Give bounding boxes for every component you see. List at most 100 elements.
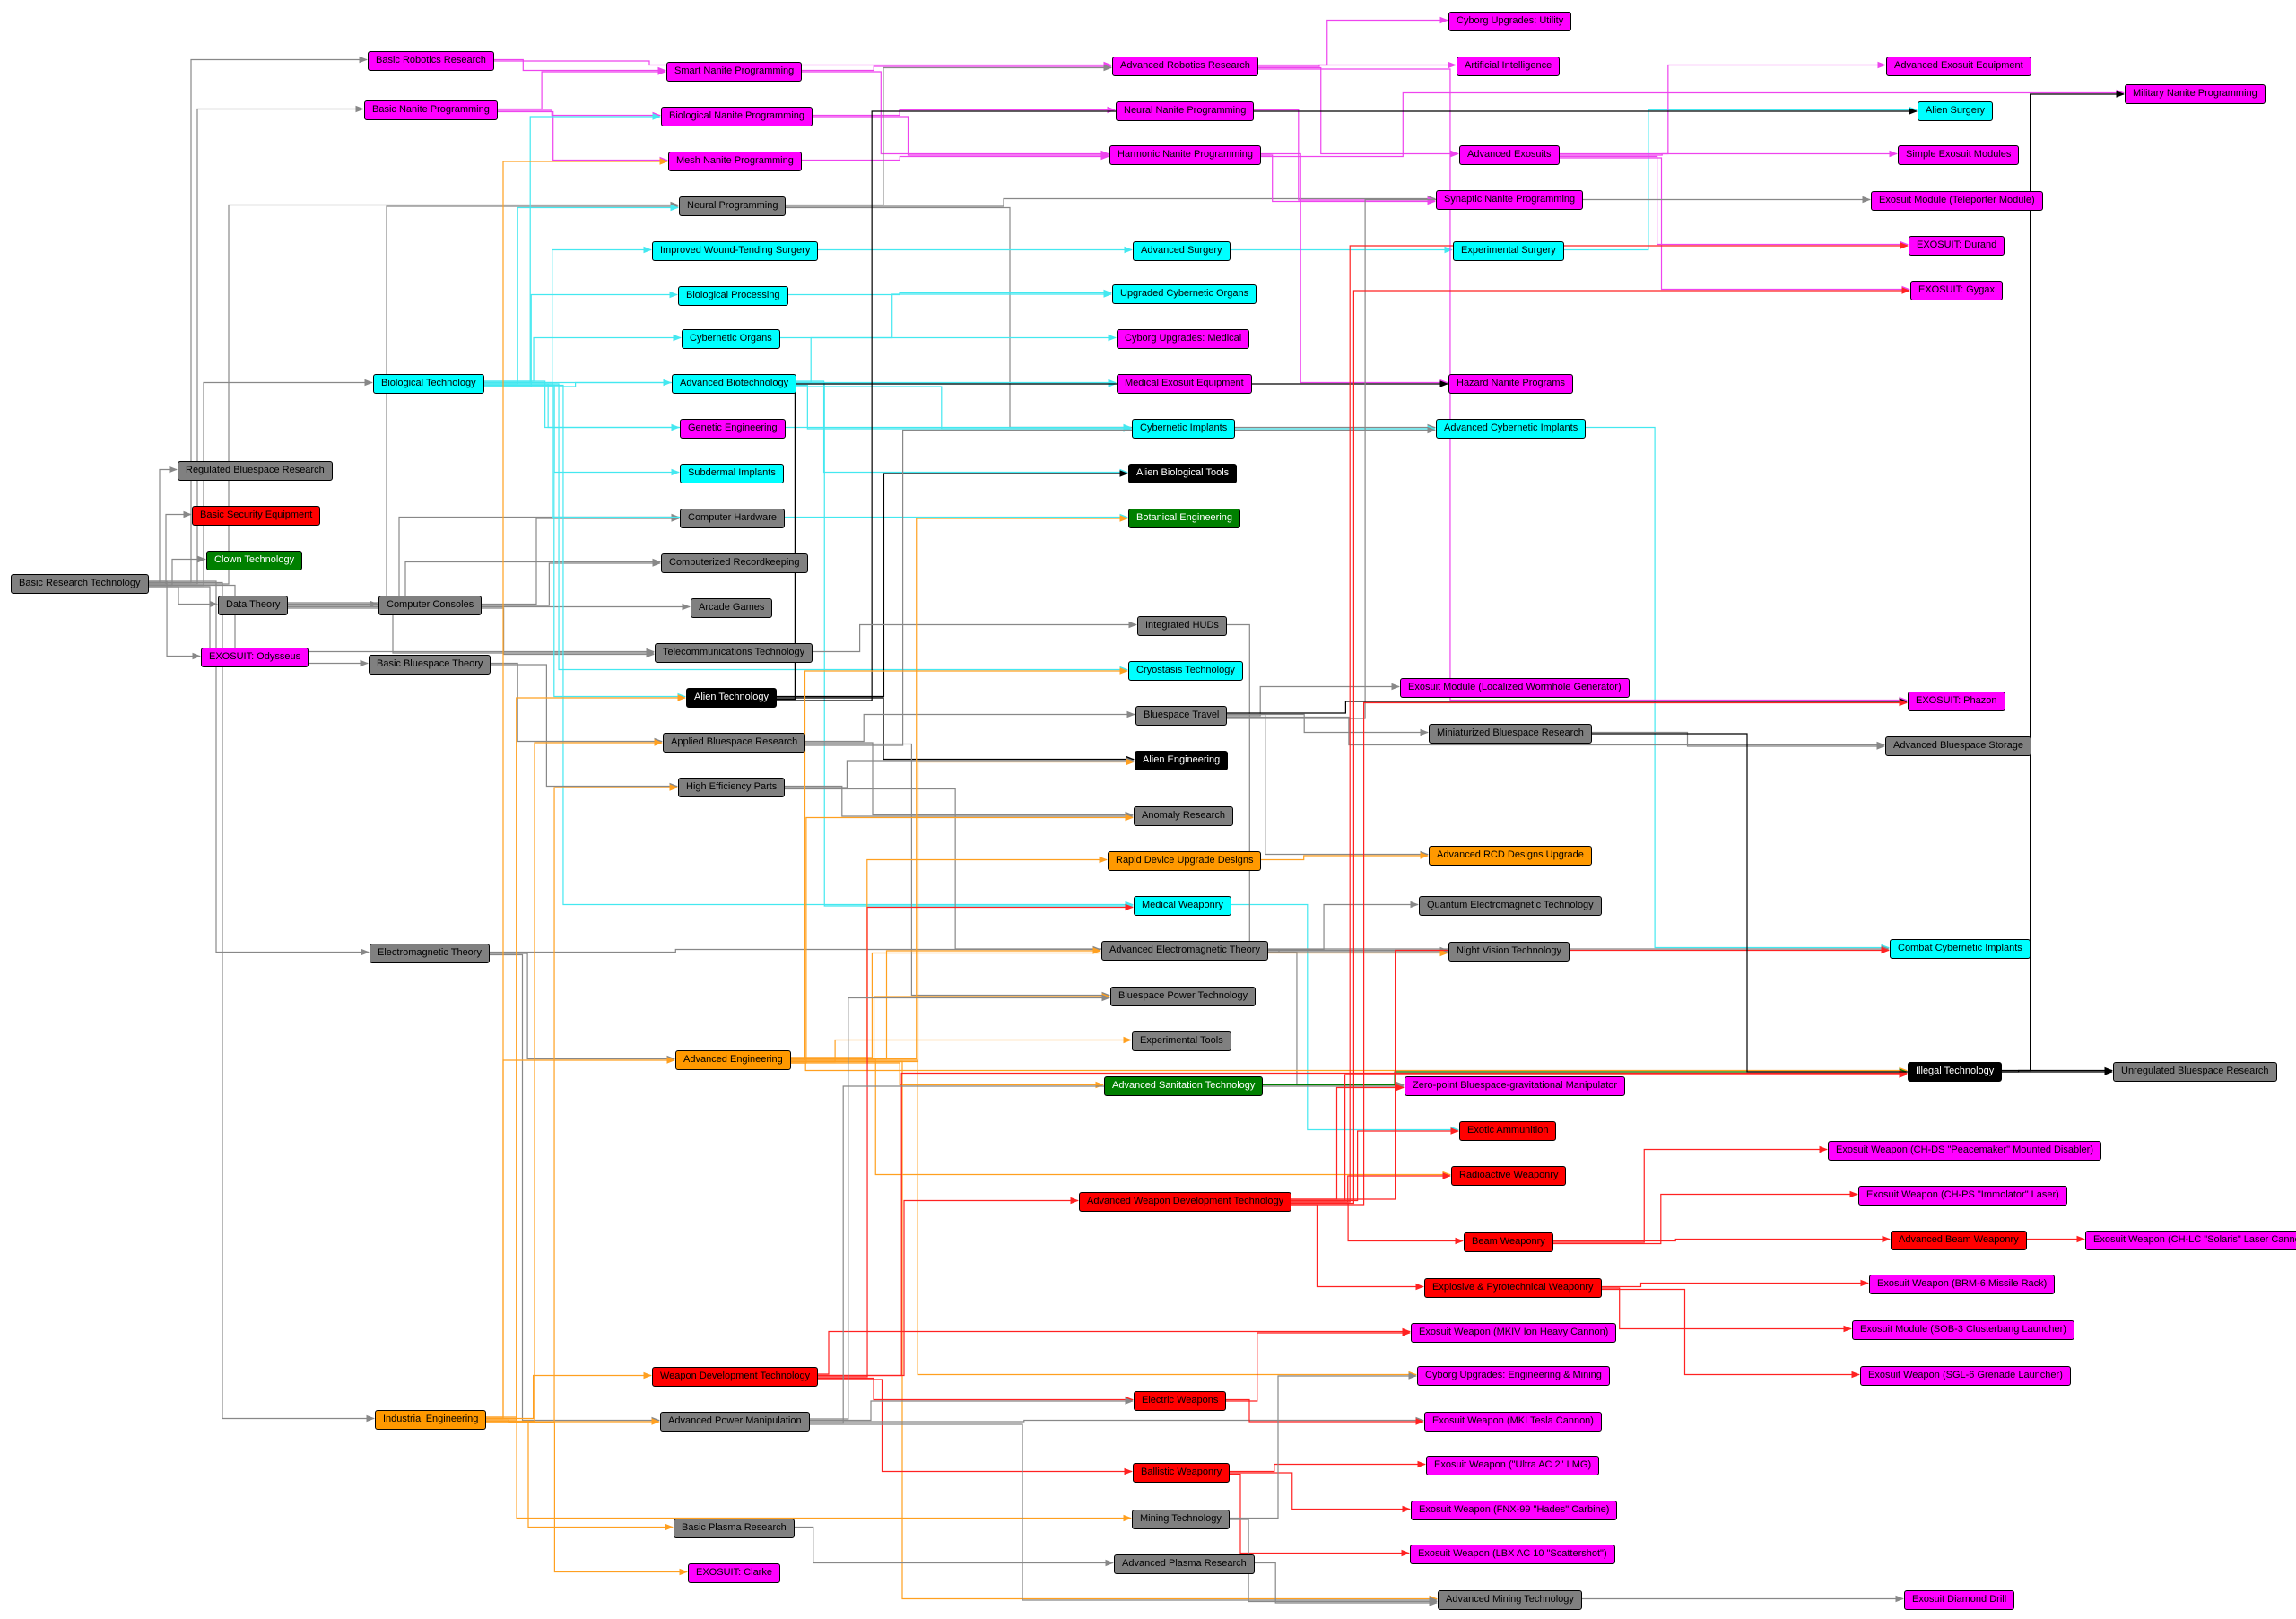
node-cyber-organs[interactable]: Cybernetic Organs: [682, 329, 780, 349]
node-adv-eng[interactable]: Advanced Engineering: [675, 1050, 791, 1070]
node-telecomms[interactable]: Telecommunications Technology: [655, 643, 813, 663]
node-simple-exo-modules[interactable]: Simple Exosuit Modules: [1898, 145, 2020, 165]
node-data-theory[interactable]: Data Theory: [218, 596, 289, 615]
node-exo-weapon-missile[interactable]: Exosuit Weapon (BRM-6 Missile Rack): [1869, 1275, 2056, 1294]
node-adv-cyber-implants[interactable]: Advanced Cybernetic Implants: [1436, 419, 1587, 439]
node-ai[interactable]: Artificial Intelligence: [1457, 57, 1561, 76]
node-exo-phazon[interactable]: EXOSUIT: Phazon: [1908, 692, 2005, 711]
node-clown-tech[interactable]: Clown Technology: [206, 551, 303, 570]
node-cyber-implants[interactable]: Cybernetic Implants: [1132, 419, 1236, 439]
node-adv-power[interactable]: Advanced Power Manipulation: [660, 1412, 810, 1432]
node-unregulated-bs[interactable]: Unregulated Bluespace Research: [2113, 1062, 2277, 1082]
node-adv-exosuits[interactable]: Advanced Exosuits: [1459, 145, 1560, 165]
node-synaptic-nanite[interactable]: Synaptic Nanite Programming: [1436, 190, 1584, 210]
node-exo-durand[interactable]: EXOSUIT: Durand: [1909, 236, 2005, 256]
node-exo-weapon-laser[interactable]: Exosuit Weapon (CH-PS "Immolator" Laser): [1858, 1186, 2067, 1206]
node-exo-weapon-disabler[interactable]: Exosuit Weapon (CH-DS "Peacemaker" Mount…: [1828, 1141, 2101, 1161]
node-radioactive-weapons[interactable]: Radioactive Weaponry: [1451, 1166, 1567, 1186]
node-explosive-weapons[interactable]: Explosive & Pyrotechnical Weaponry: [1424, 1278, 1602, 1298]
node-night-vision[interactable]: Night Vision Technology: [1448, 942, 1570, 962]
node-neural-nanite[interactable]: Neural Nanite Programming: [1116, 101, 1255, 121]
node-computer-hw[interactable]: Computer Hardware: [680, 509, 786, 528]
node-harmonic-nanite[interactable]: Harmonic Nanite Programming: [1109, 145, 1261, 165]
node-quantum-em[interactable]: Quantum Electromagnetic Technology: [1419, 896, 1602, 916]
node-adv-weapon-dev[interactable]: Advanced Weapon Development Technology: [1079, 1192, 1292, 1212]
node-ballistic-weapons[interactable]: Ballistic Weaponry: [1133, 1463, 1231, 1483]
node-cyborg-utility[interactable]: Cyborg Upgrades: Utility: [1448, 12, 1572, 31]
node-adv-biotech[interactable]: Advanced Biotechnology: [672, 374, 797, 394]
node-military-nanite[interactable]: Military Nanite Programming: [2125, 84, 2266, 104]
node-exo-weapon-lmg[interactable]: Exosuit Weapon ("Ultra AC 2" LMG): [1426, 1456, 1600, 1475]
node-exo-clarke[interactable]: EXOSUIT: Clarke: [688, 1563, 780, 1583]
node-adv-plasma[interactable]: Advanced Plasma Research: [1114, 1554, 1255, 1574]
node-subdermal[interactable]: Subdermal Implants: [680, 464, 784, 483]
node-alien-eng[interactable]: Alien Engineering: [1135, 751, 1229, 770]
node-arcade[interactable]: Arcade Games: [691, 598, 773, 618]
node-mesh-nanite[interactable]: Mesh Nanite Programming: [668, 152, 802, 171]
node-improved-wound[interactable]: Improved Wound-Tending Surgery: [652, 241, 819, 261]
node-basic-plasma[interactable]: Basic Plasma Research: [674, 1519, 795, 1538]
node-integrated-huds[interactable]: Integrated HUDs: [1137, 616, 1227, 636]
node-alien-surgery[interactable]: Alien Surgery: [1918, 101, 1994, 121]
node-cyborg-medical[interactable]: Cyborg Upgrades: Medical: [1117, 329, 1250, 349]
node-adv-exo-equip[interactable]: Advanced Exosuit Equipment: [1886, 57, 2031, 76]
node-exo-weapon-tesla[interactable]: Exosuit Weapon (MKI Tesla Cannon): [1424, 1412, 1602, 1432]
node-hazard-nanite[interactable]: Hazard Nanite Programs: [1448, 374, 1574, 394]
node-exo-odysseus[interactable]: EXOSUIT: Odysseus: [201, 648, 309, 667]
node-adv-beam-weapons[interactable]: Advanced Beam Weaponry: [1891, 1231, 2027, 1250]
node-bs-travel[interactable]: Bluespace Travel: [1135, 706, 1228, 726]
node-exo-gygax[interactable]: EXOSUIT: Gygax: [1910, 281, 2003, 300]
node-exo-weapon-solaris[interactable]: Exosuit Weapon (CH-LC "Solaris" Laser Ca…: [2085, 1231, 2296, 1250]
node-exo-weapon-ion[interactable]: Exosuit Weapon (MKIV Ion Heavy Cannon): [1411, 1323, 1617, 1343]
node-experimental-tools[interactable]: Experimental Tools: [1132, 1031, 1231, 1051]
node-exo-diamond-drill[interactable]: Exosuit Diamond Drill: [1904, 1590, 2015, 1610]
node-experimental-surgery[interactable]: Experimental Surgery: [1453, 241, 1564, 261]
node-adv-em-theory[interactable]: Advanced Electromagnetic Theory: [1101, 941, 1268, 961]
node-basic-research[interactable]: Basic Research Technology: [11, 574, 149, 594]
node-adv-bs-storage[interactable]: Advanced Bluespace Storage: [1885, 736, 2031, 756]
node-industrial-eng[interactable]: Industrial Engineering: [375, 1410, 487, 1430]
node-neural-prog[interactable]: Neural Programming: [679, 196, 787, 216]
node-exo-weapon-grenade[interactable]: Exosuit Weapon (SGL-6 Grenade Launcher): [1860, 1366, 2071, 1386]
node-upgraded-cyber-organs[interactable]: Upgraded Cybernetic Organs: [1112, 284, 1257, 304]
node-computerized-rec[interactable]: Computerized Recordkeeping: [661, 553, 808, 573]
node-cyborg-engineering[interactable]: Cyborg Upgrades: Engineering & Mining: [1417, 1366, 1610, 1386]
node-exo-weapon-carbine[interactable]: Exosuit Weapon (FNX-99 "Hades" Carbine): [1411, 1501, 1618, 1520]
node-electric-weapons[interactable]: Electric Weapons: [1134, 1391, 1227, 1411]
node-bio-nanite[interactable]: Biological Nanite Programming: [661, 107, 813, 126]
node-illegal-tech[interactable]: Illegal Technology: [1908, 1062, 2003, 1082]
node-exo-module-clusterbang[interactable]: Exosuit Module (SOB-3 Clusterbang Launch…: [1852, 1320, 2074, 1340]
node-exo-weapon-scattershot[interactable]: Exosuit Weapon (LBX AC 10 "Scattershot"): [1410, 1545, 1615, 1564]
node-exo-module-wormhole[interactable]: Exosuit Module (Localized Wormhole Gener…: [1400, 678, 1630, 698]
node-adv-surgery[interactable]: Advanced Surgery: [1133, 241, 1231, 261]
node-botanical-eng[interactable]: Botanical Engineering: [1128, 509, 1241, 528]
node-adv-robotics[interactable]: Advanced Robotics Research: [1112, 57, 1258, 76]
node-regulated-bs[interactable]: Regulated Bluespace Research: [178, 461, 333, 481]
node-basic-security[interactable]: Basic Security Equipment: [192, 506, 321, 526]
node-combat-cyber-implants[interactable]: Combat Cybernetic Implants: [1890, 939, 2031, 959]
node-smart-nanite[interactable]: Smart Nanite Programming: [666, 62, 803, 82]
node-basic-robotics[interactable]: Basic Robotics Research: [368, 51, 494, 71]
node-medical-weaponry[interactable]: Medical Weaponry: [1134, 896, 1231, 916]
node-weapon-dev[interactable]: Weapon Development Technology: [652, 1367, 819, 1387]
node-bio-processing[interactable]: Biological Processing: [678, 286, 788, 306]
node-beam-weapons[interactable]: Beam Weaponry: [1464, 1232, 1553, 1252]
node-alien-tech[interactable]: Alien Technology: [686, 688, 777, 708]
node-genetic-eng[interactable]: Genetic Engineering: [680, 419, 786, 439]
node-high-eff[interactable]: High Efficiency Parts: [678, 778, 786, 797]
node-rapid-device[interactable]: Rapid Device Upgrade Designs: [1108, 851, 1262, 871]
node-em-theory[interactable]: Electromagnetic Theory: [370, 944, 490, 963]
node-bio-tech[interactable]: Biological Technology: [373, 374, 484, 394]
node-bs-power[interactable]: Bluespace Power Technology: [1110, 987, 1257, 1006]
node-mini-bs[interactable]: Miniaturized Bluespace Research: [1429, 724, 1592, 744]
node-alien-bio-tools[interactable]: Alien Biological Tools: [1128, 464, 1238, 483]
node-exo-module-teleporter[interactable]: Exosuit Module (Teleporter Module): [1871, 191, 2043, 211]
node-anomaly[interactable]: Anomaly Research: [1134, 806, 1233, 826]
node-mining-tech[interactable]: Mining Technology: [1132, 1510, 1230, 1529]
node-basic-nanite[interactable]: Basic Nanite Programming: [364, 100, 498, 120]
node-computer-consoles[interactable]: Computer Consoles: [378, 596, 483, 615]
node-exotic-ammo[interactable]: Exotic Ammunition: [1459, 1121, 1557, 1141]
node-basic-bs-theory[interactable]: Basic Bluespace Theory: [369, 655, 491, 675]
node-applied-bs[interactable]: Applied Bluespace Research: [663, 733, 806, 753]
node-adv-rcd[interactable]: Advanced RCD Designs Upgrade: [1429, 846, 1592, 866]
